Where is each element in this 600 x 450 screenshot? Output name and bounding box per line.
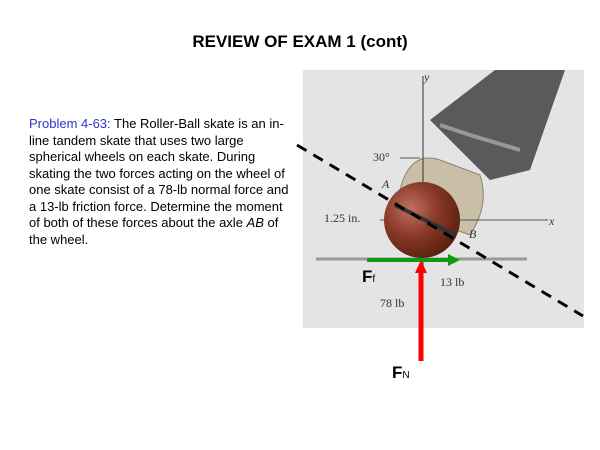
friction-value-label: 13 lb	[440, 275, 464, 289]
point-a-label: A	[381, 177, 390, 191]
normal-force-arrow	[415, 260, 427, 361]
friction-force-arrow	[367, 254, 460, 266]
friction-force-label: Ff	[362, 267, 375, 286]
angle-label: 30°	[373, 150, 390, 164]
x-axis-label: x	[548, 214, 555, 228]
normal-value-label: 78 lb	[380, 296, 404, 310]
y-axis-label: y	[423, 70, 430, 84]
point-b-label: B	[469, 227, 477, 241]
problem-text: The Roller-Ball skate is an in-line tand…	[29, 116, 289, 230]
problem-statement: Problem 4-63: The Roller-Ball skate is a…	[29, 116, 291, 248]
slide-title: REVIEW OF EXAM 1 (cont)	[192, 32, 408, 51]
radius-label: 1.25 in.	[324, 211, 360, 225]
problem-number: Problem 4-63:	[29, 116, 111, 131]
problem-text-end: of the wheel.	[29, 215, 279, 247]
axle-label: AB	[246, 215, 264, 230]
axle	[394, 203, 456, 237]
normal-force-label: FN	[392, 363, 410, 382]
